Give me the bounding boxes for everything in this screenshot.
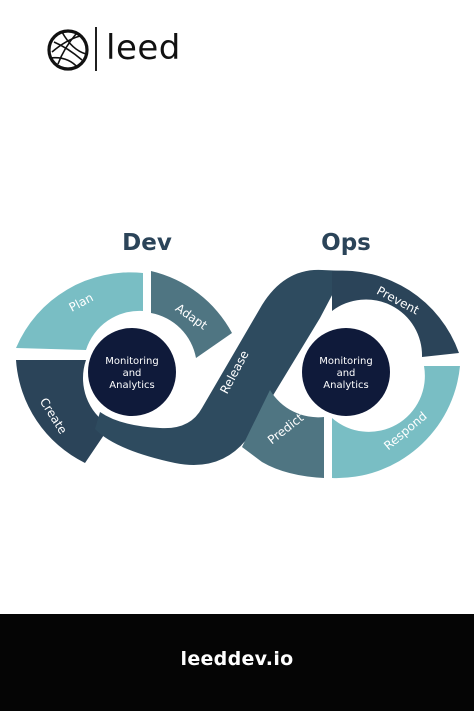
- stage-create-segment: [16, 360, 110, 463]
- right-hub-line2: and: [337, 368, 356, 379]
- stage-respond-segment: [332, 366, 460, 479]
- footer: leeddev.io: [0, 614, 474, 711]
- stage-release-segment: [95, 269, 345, 465]
- website-link[interactable]: leeddev.io: [180, 648, 294, 670]
- logo-divider: [95, 27, 97, 71]
- infinity-loop-svg: Dev Ops Monitoring and Analytics Monitor…: [16, 230, 460, 479]
- leed-logo-icon: [47, 29, 89, 71]
- right-hub-circle: [302, 328, 390, 416]
- left-hub-line3: Analytics: [109, 380, 154, 391]
- left-hub-circle: [88, 328, 176, 416]
- dev-title: Dev: [122, 230, 172, 256]
- left-hub-line2: and: [123, 368, 142, 379]
- brand-name: leed: [106, 28, 181, 68]
- left-hub-line1: Monitoring: [105, 356, 158, 367]
- devops-infinity-diagram: Dev Ops Monitoring and Analytics Monitor…: [0, 200, 474, 500]
- right-hub-line3: Analytics: [323, 380, 368, 391]
- ops-title: Ops: [321, 230, 371, 256]
- stage-plan-segment: [16, 272, 143, 350]
- header: leed: [0, 0, 474, 100]
- stage-predict-segment: [242, 390, 324, 478]
- right-hub-line1: Monitoring: [319, 356, 372, 367]
- stage-adapt-segment: [151, 271, 232, 358]
- stage-prevent-segment: [332, 270, 459, 357]
